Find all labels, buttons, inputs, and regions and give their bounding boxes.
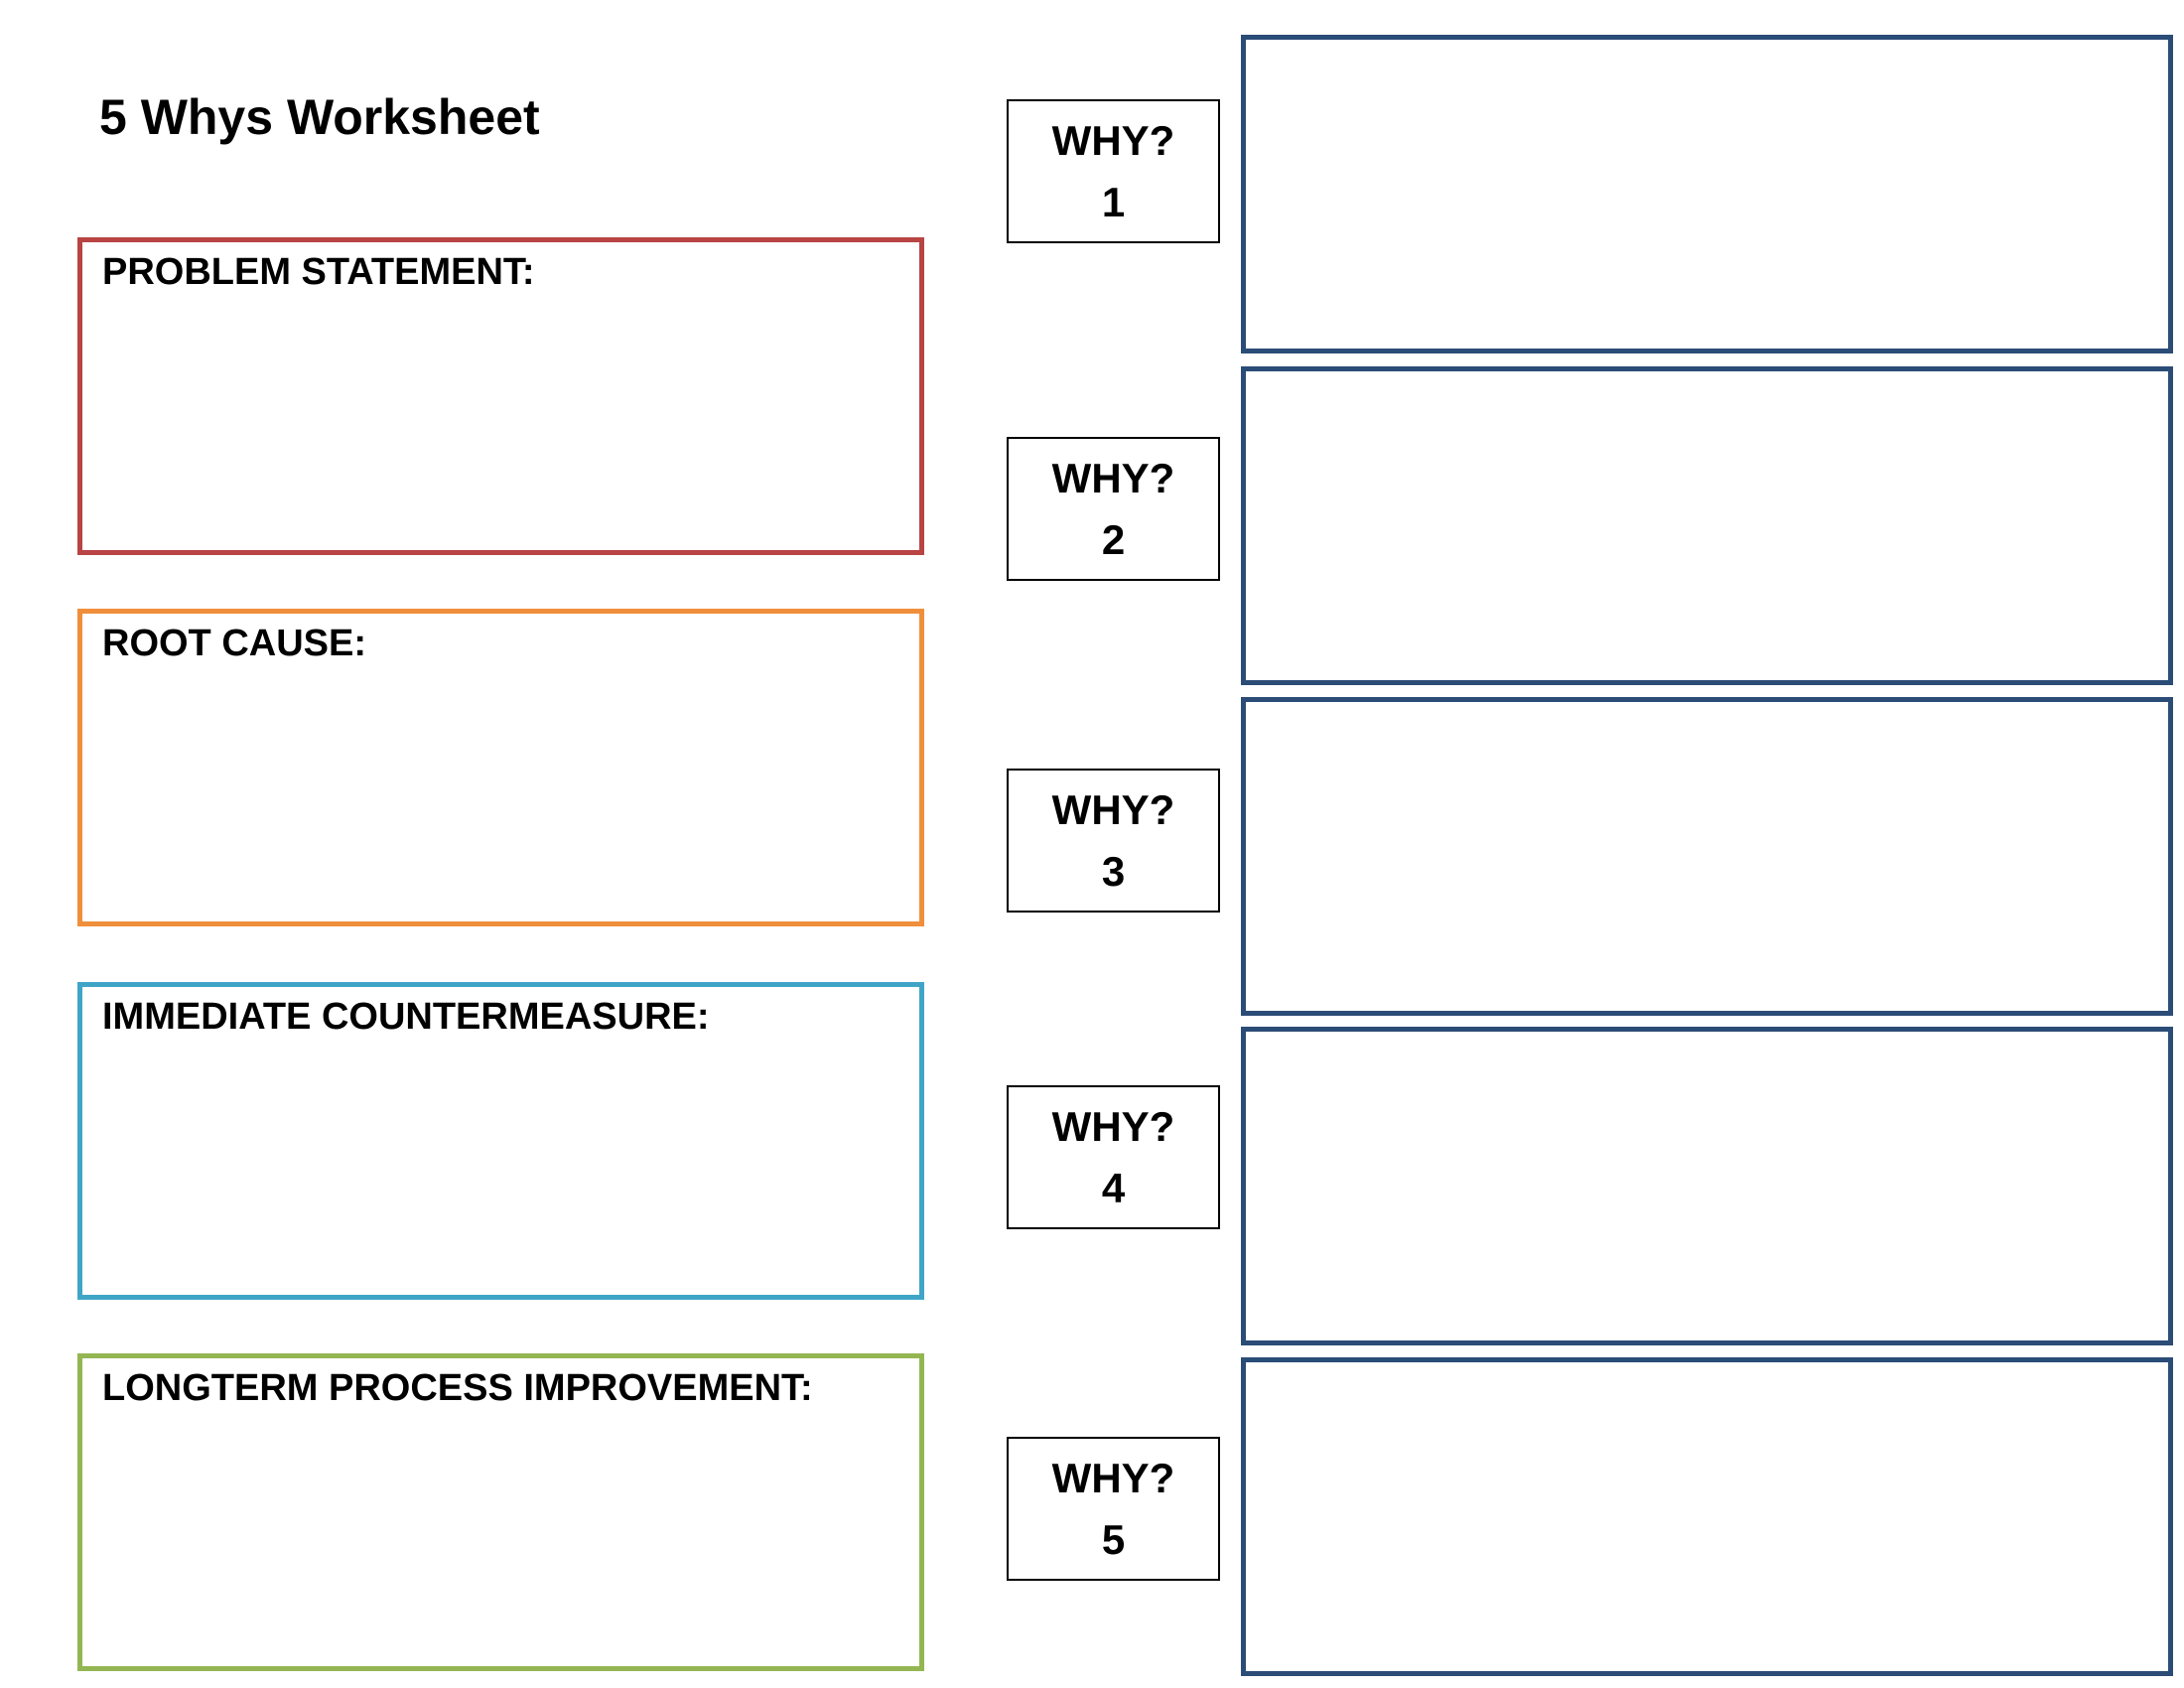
root-cause-input-area[interactable] xyxy=(92,673,909,912)
why-1-label: WHY? 1 xyxy=(1007,99,1220,243)
why-2-label: WHY? 2 xyxy=(1007,437,1220,581)
problem-statement-label: PROBLEM STATEMENT: xyxy=(102,251,535,293)
why-1-answer-box[interactable] xyxy=(1241,35,2173,353)
why-2-answer-box[interactable] xyxy=(1241,366,2173,685)
page-title: 5 Whys Worksheet xyxy=(99,89,540,145)
why-3-label: WHY? 3 xyxy=(1007,769,1220,913)
immediate-countermeasure-label: IMMEDIATE COUNTERMEASURE: xyxy=(102,996,710,1038)
problem-statement-box: PROBLEM STATEMENT: xyxy=(77,237,924,555)
why-3-text: WHY? xyxy=(1051,785,1175,833)
why-1-number: 1 xyxy=(1101,178,1126,225)
why-4-answer-box[interactable] xyxy=(1241,1027,2173,1345)
longterm-process-improvement-label: LONGTERM PROCESS IMPROVEMENT: xyxy=(102,1367,813,1409)
root-cause-label: ROOT CAUSE: xyxy=(102,623,366,664)
why-1-text: WHY? xyxy=(1051,116,1175,164)
why-3-number: 3 xyxy=(1101,847,1126,895)
longterm-process-improvement-input-area[interactable] xyxy=(92,1418,909,1656)
why-4-label: WHY? 4 xyxy=(1007,1085,1220,1229)
why-4-number: 4 xyxy=(1101,1164,1126,1211)
why-5-label: WHY? 5 xyxy=(1007,1437,1220,1581)
why-3-answer-box[interactable] xyxy=(1241,697,2173,1016)
why-5-answer-box[interactable] xyxy=(1241,1357,2173,1676)
root-cause-box: ROOT CAUSE: xyxy=(77,609,924,926)
longterm-process-improvement-box: LONGTERM PROCESS IMPROVEMENT: xyxy=(77,1353,924,1671)
why-2-number: 2 xyxy=(1101,515,1126,563)
why-2-text: WHY? xyxy=(1051,454,1175,501)
immediate-countermeasure-input-area[interactable] xyxy=(92,1047,909,1285)
why-5-number: 5 xyxy=(1101,1515,1126,1563)
immediate-countermeasure-box: IMMEDIATE COUNTERMEASURE: xyxy=(77,982,924,1300)
why-4-text: WHY? xyxy=(1051,1102,1175,1150)
why-5-text: WHY? xyxy=(1051,1454,1175,1501)
problem-statement-input-area[interactable] xyxy=(92,302,909,540)
